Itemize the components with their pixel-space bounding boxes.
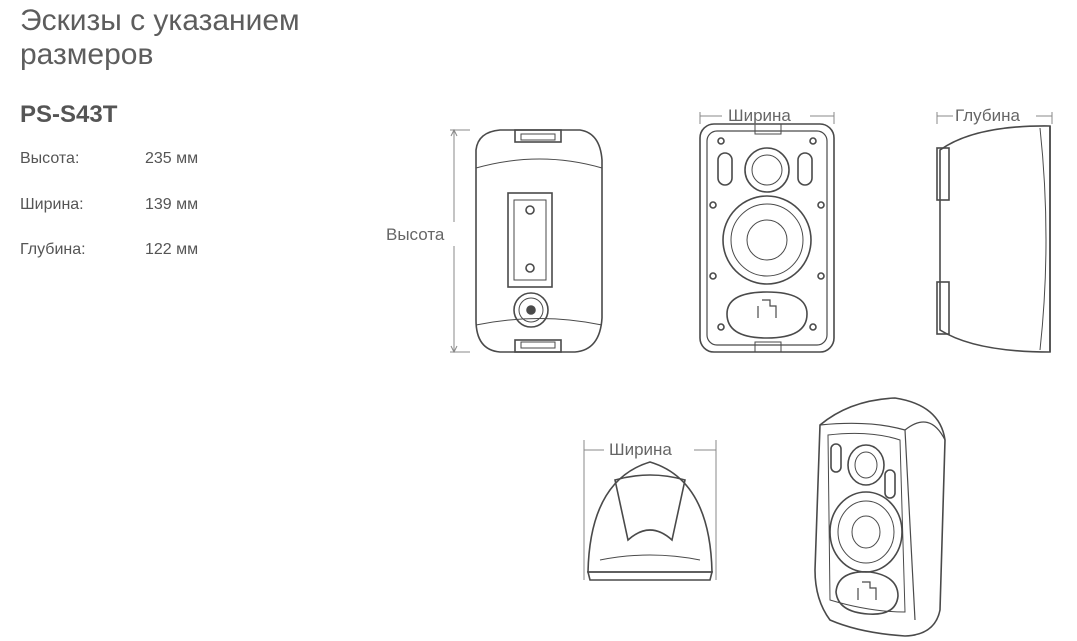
perspective-view-drawing (814, 397, 946, 637)
page-title: Эскизы с указанием размеров (20, 4, 300, 71)
spec-width-value: 139 мм (145, 196, 199, 213)
height-dimension-label: Высота (386, 225, 445, 244)
spec-depth-value: 122 мм (145, 241, 199, 258)
rear-view-drawing (450, 128, 603, 354)
depth-dimension-label: Глубина (955, 106, 1020, 125)
side-view-drawing (936, 112, 1053, 353)
width-dimension-label: Ширина (728, 106, 791, 125)
top-view-drawing (583, 440, 717, 581)
spec-height-value: 235 мм (145, 150, 199, 167)
front-view-drawing (699, 112, 835, 353)
model-name: PS-S43T (20, 101, 118, 128)
spec-height-label: Высота: (20, 150, 80, 167)
spec-depth-label: Глубина: (20, 241, 86, 258)
spec-width-label: Ширина: (20, 196, 84, 213)
top-width-dimension-label: Ширина (609, 440, 672, 459)
